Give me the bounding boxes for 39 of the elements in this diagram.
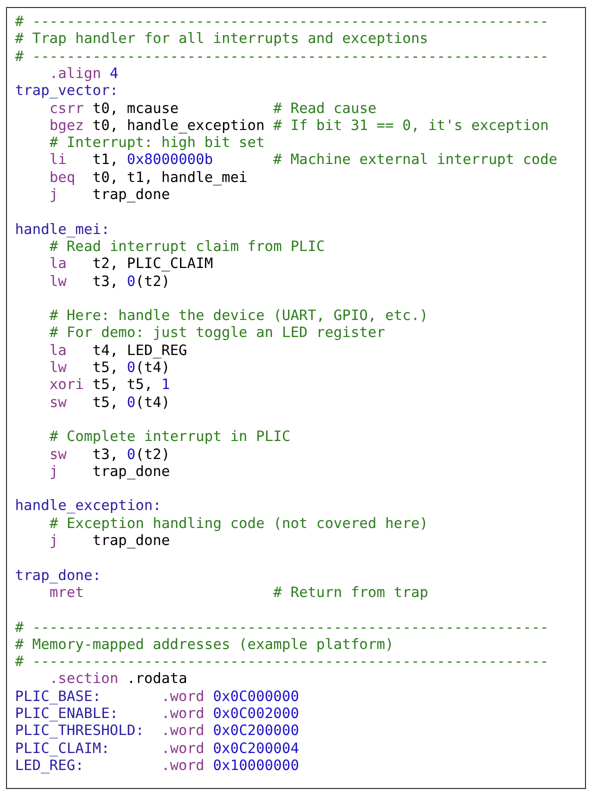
- code-line: li t1, 0x8000000b # Machine external interrupt code: [48, 152, 558, 170]
- code-line: la t4, LED_REG: [48, 342, 188, 360]
- code-line: PLIC_BASE: .word 0x0C000000: [15, 688, 300, 706]
- code-line: .section .rodata: [48, 671, 188, 688]
- code-line: sw t5, 0(t4): [48, 394, 170, 412]
- code-line: sw t3, 0(t2): [48, 446, 170, 464]
- code-line: PLIC_THRESHOLD: .word 0x0C200000: [15, 723, 300, 740]
- code-comment: # Return from trap: [273, 584, 428, 602]
- code-comment: # Memory-mapped addresses (example platform): [15, 636, 394, 654]
- code-line: xori t5, t5, 1: [48, 377, 170, 394]
- code-line: .align 4: [48, 66, 118, 83]
- code-line: lw t5, 0(t4): [48, 360, 170, 377]
- code-comment: # Exception handling code (not covered here): [48, 516, 428, 533]
- code-line: beq t0, t1, handle_mei: [48, 170, 248, 187]
- code-label: trap_vector:: [15, 83, 118, 100]
- code-comment: # For demo: just toggle an LED register: [48, 325, 386, 342]
- code-comment: # Here: handle the device (UART, GPIO, etc.): [48, 308, 428, 326]
- code-comment: # Interrupt: high bit set: [48, 135, 265, 152]
- code-comment: # Read interrupt claim from PLIC: [48, 238, 325, 256]
- code-comment: # Complete interrupt in PLIC: [48, 429, 290, 446]
- code-line: j trap_done: [48, 533, 170, 550]
- code-label: trap_done:: [15, 568, 102, 585]
- code-line: lw t3, 0(t2): [48, 274, 170, 290]
- code-line: PLIC_ENABLE: .word 0x0C002000: [15, 706, 300, 723]
- code-comment: # Trap handler for all interrupts and exceptions: [15, 31, 428, 48]
- code-comment: # ------------------------------------------------------------: [15, 48, 549, 66]
- code-line: mret: [48, 584, 84, 602]
- code-label: handle_exception:: [15, 498, 162, 516]
- code-line: LED_REG: .word 0x10000000: [15, 758, 300, 775]
- code-line: j trap_done: [48, 464, 170, 481]
- code-line: bgez t0, handle_exception # If bit 31 == 0, it's exception: [48, 118, 549, 135]
- code-comment: # ------------------------------------------------------------: [15, 654, 549, 672]
- code-line: PLIC_CLAIM: .word 0x0C200004: [15, 740, 300, 758]
- code-line: la t2, PLIC_CLAIM: [48, 256, 213, 274]
- code-comment: # ------------------------------------------------------------: [15, 620, 549, 636]
- code-comment: # ------------------------------------------------------------: [15, 14, 549, 31]
- code-line: csrr t0, mcause # Read cause: [48, 100, 377, 118]
- code-label: handle_mei:: [15, 222, 110, 239]
- code-line: j trap_done: [48, 187, 170, 204]
